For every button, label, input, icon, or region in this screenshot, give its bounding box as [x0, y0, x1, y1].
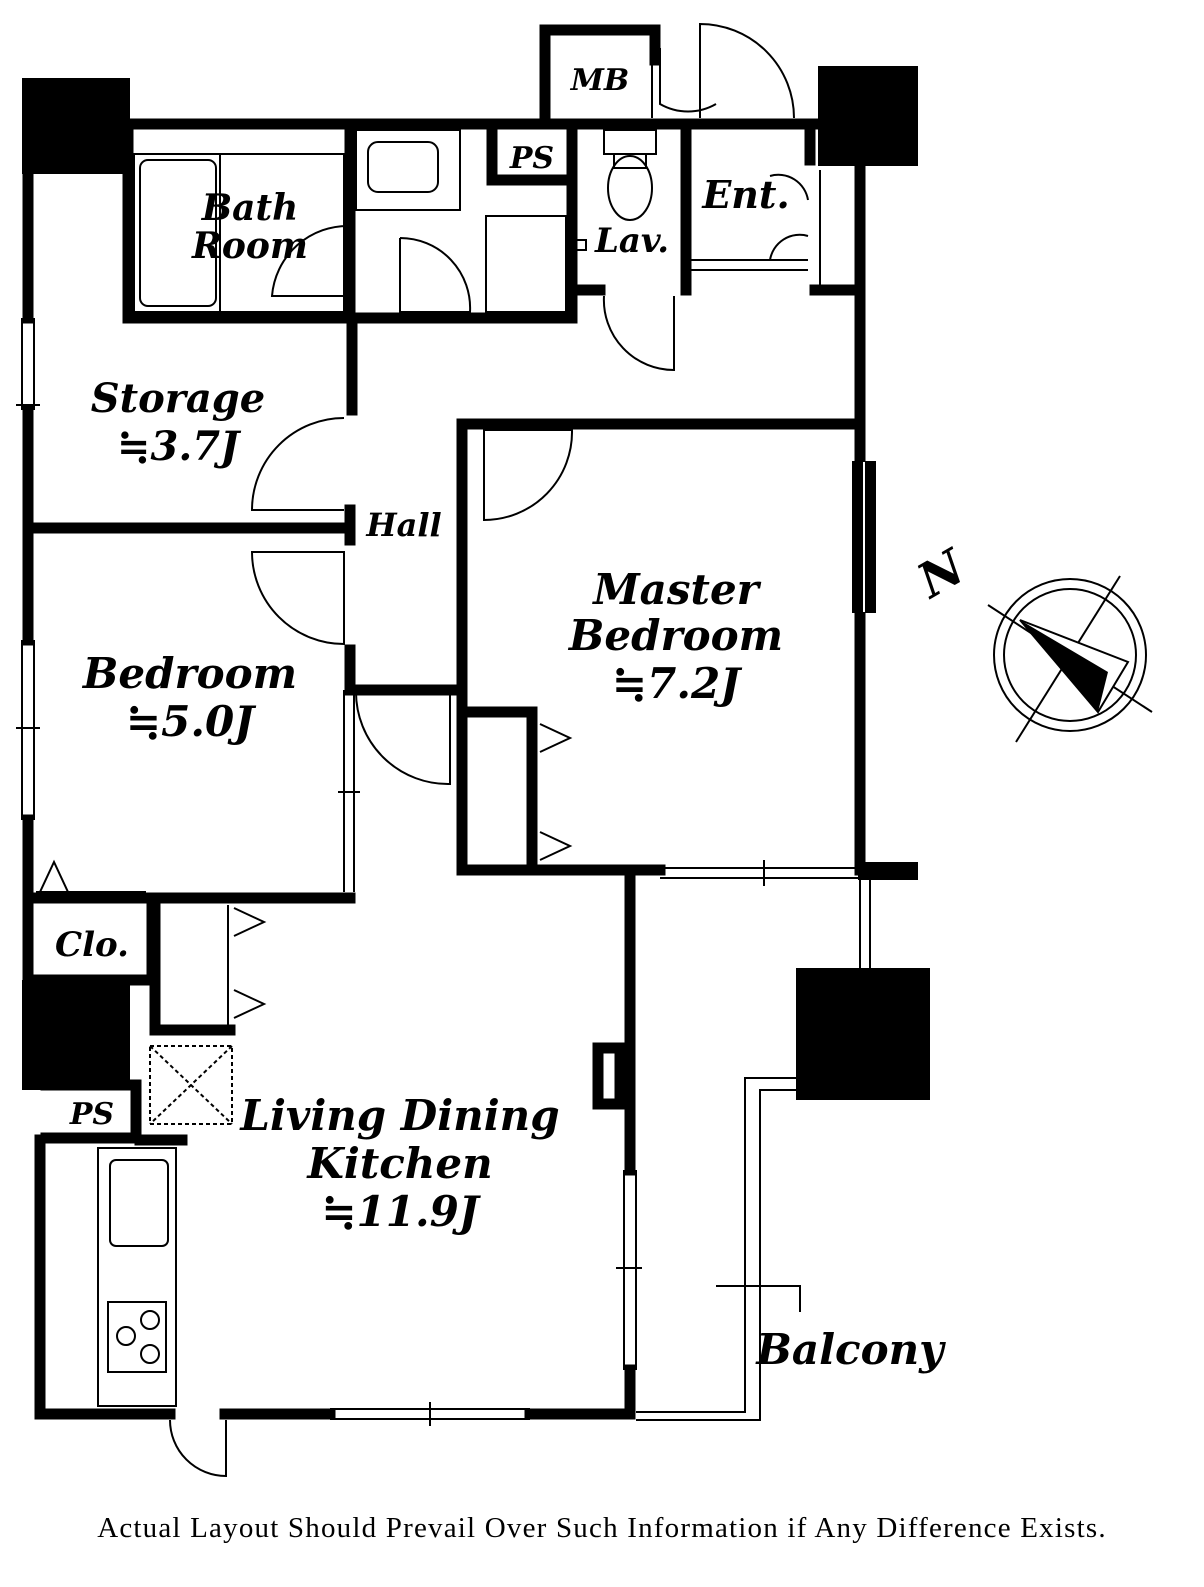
lav-label: Lav.: [594, 221, 669, 261]
mb-label: MB: [570, 63, 630, 98]
balcony-rails: [636, 880, 871, 1421]
ldk-label-line2: Kitchen: [306, 1139, 492, 1188]
ldk-label-line1: Living Dining: [239, 1091, 559, 1140]
ent-label: Ent.: [701, 172, 789, 217]
master-label-line1: Master: [591, 565, 761, 614]
disclaimer-text: Actual Layout Should Prevail Over Such I…: [97, 1512, 1107, 1544]
ps-bottom-label: PS: [69, 1097, 114, 1132]
master-label-line2: Bedroom: [568, 611, 783, 660]
bath-label-line1: Bath: [201, 187, 299, 229]
walls: [22, 24, 866, 1420]
structural-columns: [22, 66, 930, 1100]
balcony-label: Balcony: [755, 1325, 946, 1374]
doors: [36, 22, 821, 1478]
compass-north-label: N: [907, 538, 977, 610]
storage-label: Storage: [91, 375, 265, 422]
floor-plan: MB PS Bath Room Lav. Ent. Storage ≒3.7J …: [16, 22, 1153, 1478]
room-labels: MB PS Bath Room Lav. Ent. Storage ≒3.7J …: [55, 63, 976, 1374]
windows: [16, 318, 876, 1426]
ldk-area: ≒11.9J: [321, 1187, 481, 1236]
ps-top-label: PS: [509, 141, 554, 176]
master-area: ≒7.2J: [612, 659, 743, 708]
hall-label: Hall: [365, 506, 441, 544]
compass-icon: [987, 575, 1153, 743]
bath-label-line2: Room: [191, 225, 308, 267]
bedroom-label: Bedroom: [82, 649, 297, 698]
fixtures: [97, 129, 657, 1407]
bedroom-area: ≒5.0J: [126, 697, 257, 746]
storage-area: ≒3.7J: [117, 423, 242, 470]
clo-label: Clo.: [55, 925, 129, 965]
